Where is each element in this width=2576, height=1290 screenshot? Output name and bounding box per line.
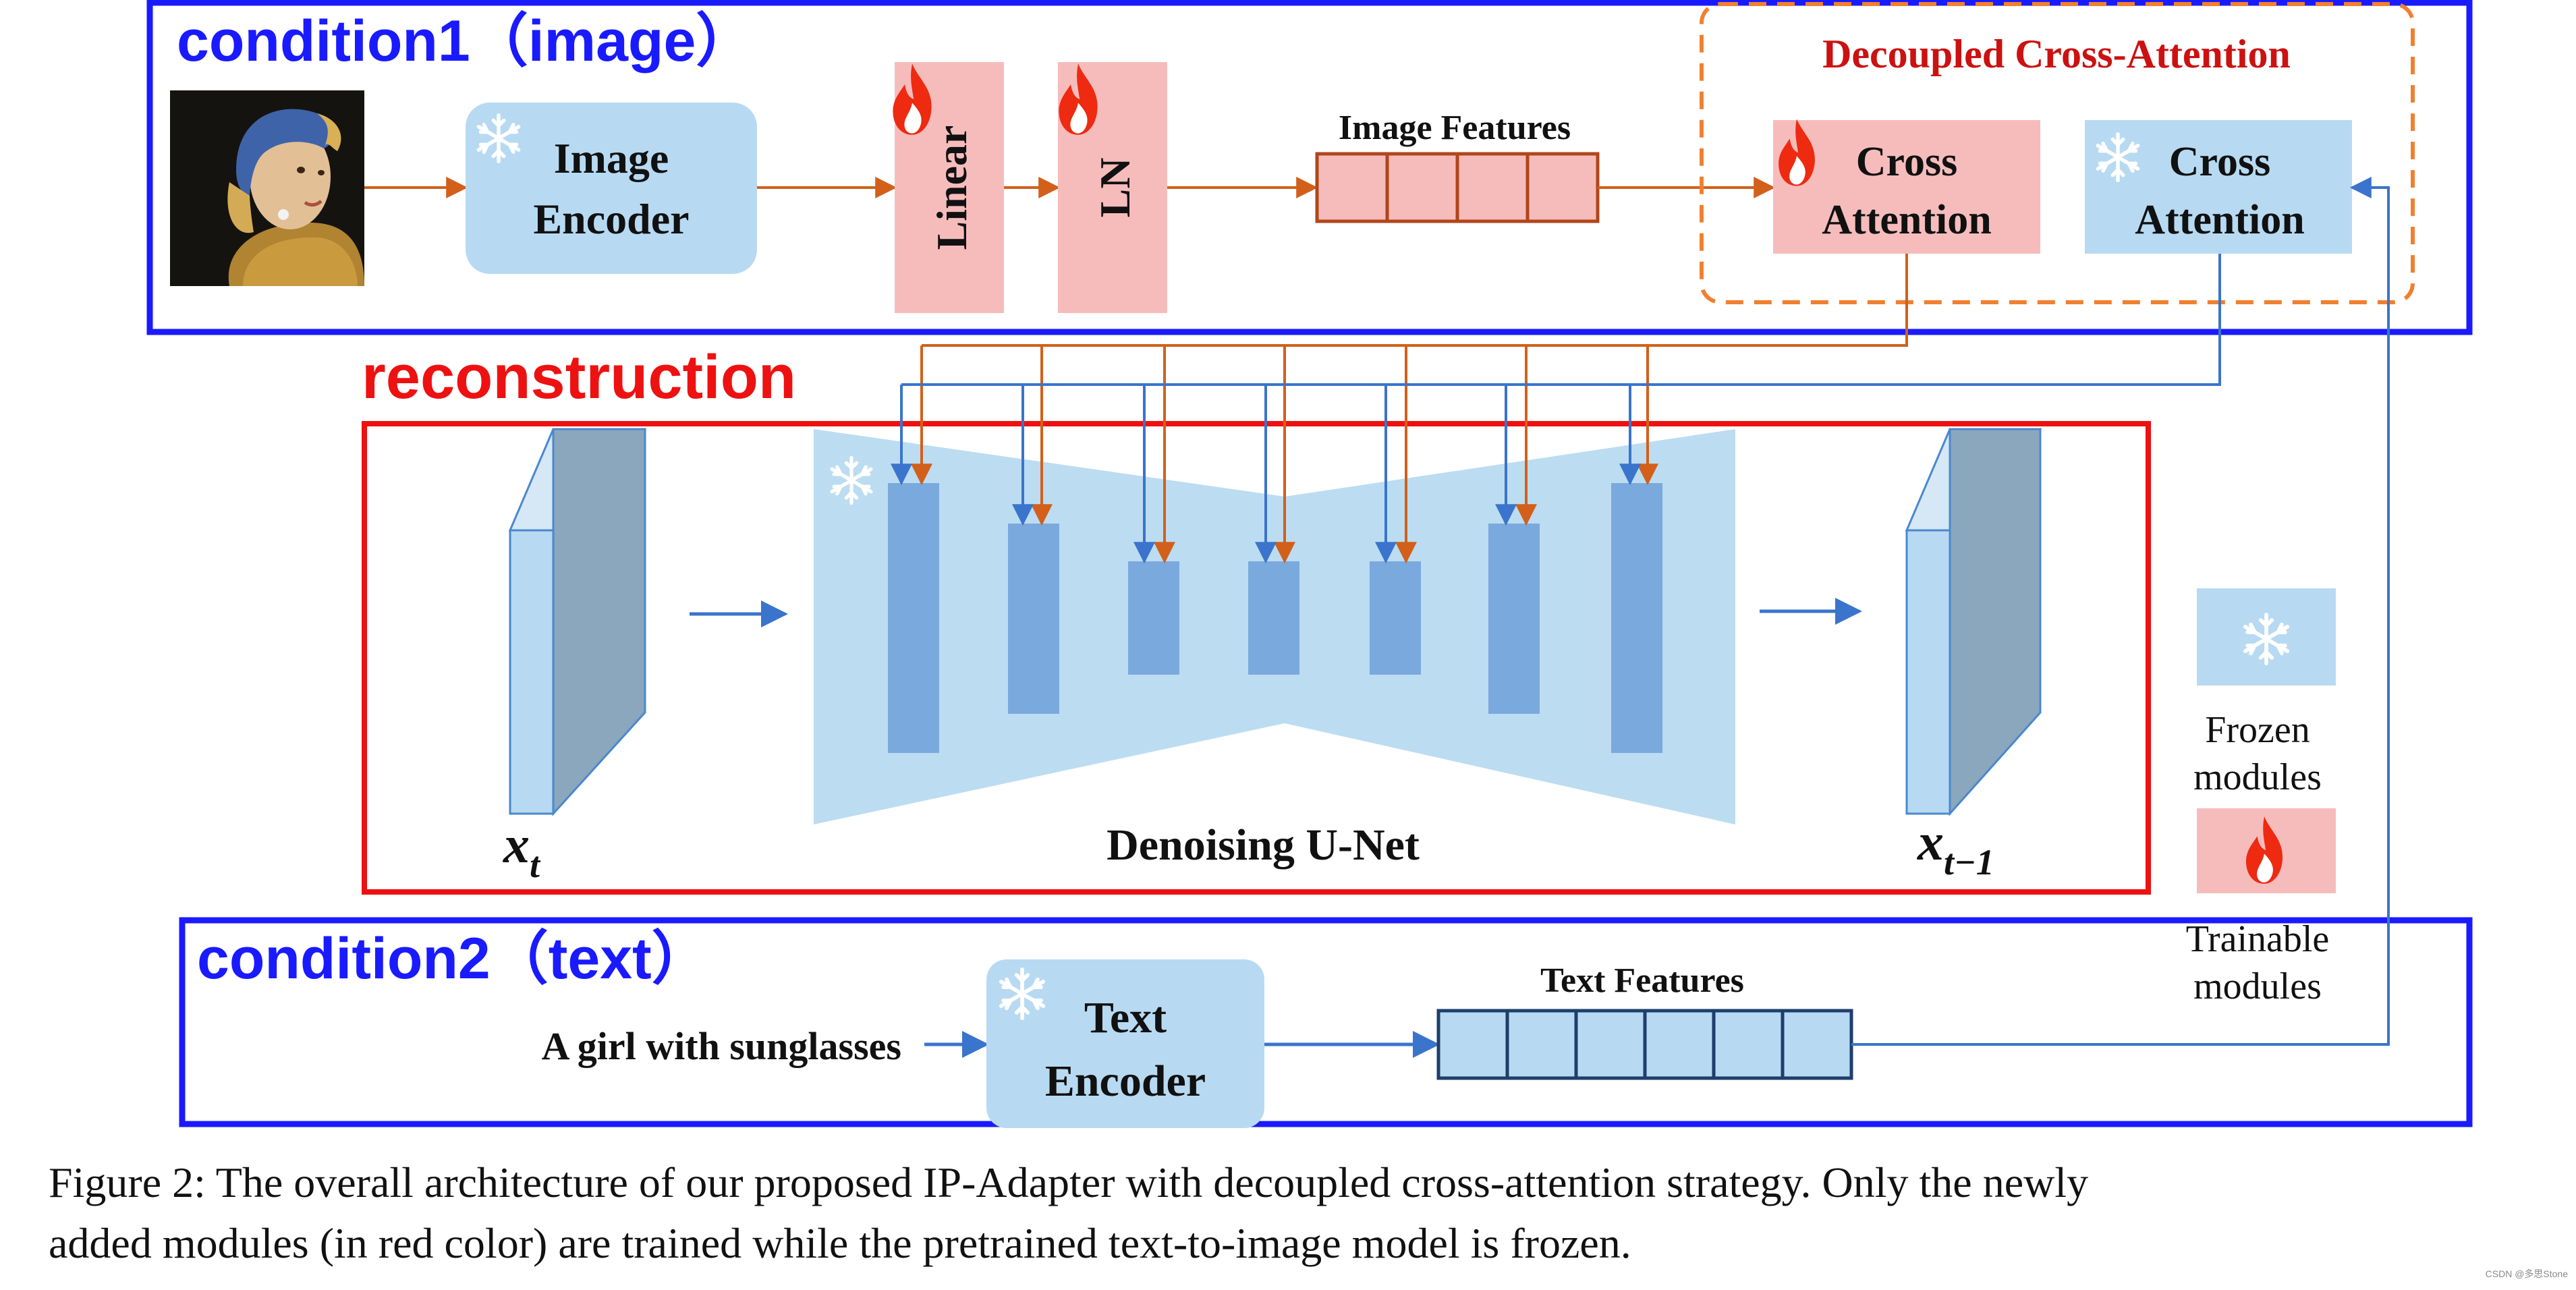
legend-trainable-line2: modules [2193, 965, 2322, 1007]
unet-blocks [888, 483, 1662, 753]
decoupled-cross-attention-frame [1700, 2, 2415, 304]
blue-injection-arrows [891, 254, 2221, 564]
legend-frozen-line1: Frozen [2205, 709, 2310, 751]
image-encoder-label-line1: Image [554, 134, 669, 182]
figure-caption-line2: added modules (in red color) are trained… [49, 1219, 1631, 1267]
text-encoder-label-line1: Text [1084, 993, 1167, 1042]
orange-injection-arrows [911, 254, 1908, 564]
noisy-latent-xt [508, 428, 647, 816]
image-features-label: Image Features [1339, 109, 1571, 147]
ln-layer-label: LN [1091, 158, 1139, 218]
image-encoder-box [466, 103, 757, 274]
figure-caption-line1: Figure 2: The overall architecture of ou… [49, 1158, 2089, 1206]
trainable-cross-attention-box [1773, 120, 2040, 254]
text-encoder-box [986, 959, 1264, 1128]
input-portrait-image [170, 90, 364, 286]
text-encoder-label-line2: Encoder [1045, 1057, 1206, 1106]
frozen-cross-attention-line1: Cross [2169, 139, 2270, 185]
denoising-unet-label: Denoising U-Net [1107, 820, 1420, 870]
text-features-tokens [1436, 1009, 1853, 1080]
linear-layer-label: Linear [928, 125, 976, 250]
denoised-latent-xt1 [1905, 428, 2042, 816]
image-features-tokens [1315, 152, 1600, 223]
reconstruction-label: reconstruction [362, 343, 796, 412]
trainable-cross-attention-line2: Attention [1822, 197, 1991, 243]
legend-trainable-line1: Trainable [2186, 918, 2330, 960]
reconstruction-frame [362, 421, 2151, 895]
text-features-label: Text Features [1540, 961, 1744, 1000]
image-encoder-label-line2: Encoder [533, 195, 689, 243]
frozen-cross-attention-line2: Attention [2135, 197, 2304, 243]
arrow-text-features-to-frozen-cross-attention [1851, 177, 2390, 1046]
condition2-label: condition2（text） [197, 926, 710, 991]
condition1-frame [146, 0, 2473, 335]
condition2-frame [179, 917, 2473, 1127]
xt-symbol: xt [503, 815, 541, 885]
csdn-watermark: CSDN @多思Stone [2485, 1268, 2568, 1279]
legend-frozen-line2: modules [2193, 756, 2322, 798]
frozen-cross-attention-box [2085, 120, 2352, 254]
xt1-symbol: xt−1 [1917, 812, 1994, 882]
condition1-label: condition1（image） [177, 9, 754, 74]
decoupled-cross-attention-title: Decoupled Cross-Attention [1822, 32, 2291, 76]
text-prompt: A girl with sunglasses [542, 1024, 901, 1068]
trainable-cross-attention-line1: Cross [1856, 139, 1957, 185]
